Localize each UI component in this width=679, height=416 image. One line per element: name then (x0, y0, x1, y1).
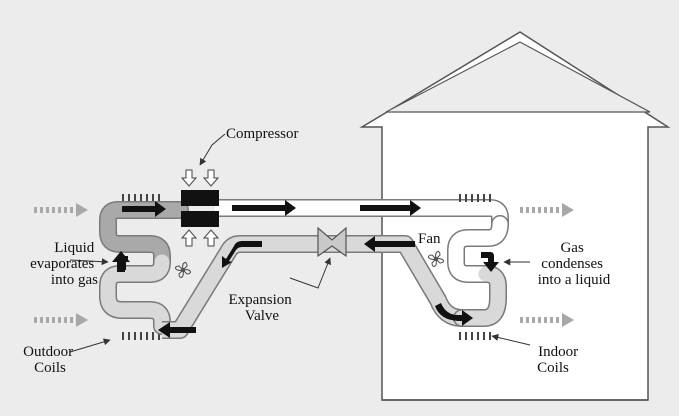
flow-arrow-icon (112, 251, 130, 272)
flow-arrow-icon (232, 200, 296, 216)
flow-arrow-icon (481, 252, 499, 272)
outdoor-coil-serpentine-fill-warm (100, 202, 188, 270)
air-flow-arrow-icon (520, 313, 574, 327)
pointer-lines (69, 133, 531, 353)
air-flow-arrow-icon (34, 203, 88, 217)
label-expansion-valve: Expansion Valve (228, 292, 295, 324)
pointer-arrow-icon (69, 258, 109, 266)
outdoor-coil-serpentine-fill-cool (100, 254, 170, 334)
flow-arrow-icon (122, 201, 166, 217)
flow-arrow-icon (222, 241, 262, 268)
outdoor-coils (99, 194, 189, 340)
label-gas-condenses: Gas condenses into a liquid (538, 240, 611, 288)
pointer-arrow-icon (491, 334, 531, 346)
flow-arrow-icon (364, 236, 415, 252)
pointer-arrow-icon (199, 133, 226, 166)
air-flow-arrow-icon (34, 313, 88, 327)
label-liquid-evaporates: Liquid evaporates into gas (30, 240, 98, 288)
label-outdoor-coils: Outdoor Coils (23, 344, 77, 376)
fan-icon (427, 250, 445, 268)
compressor-block-bottom (181, 211, 219, 227)
expansion-valve-icon (317, 226, 347, 258)
label-indoor-coils: Indoor Coils (537, 344, 582, 376)
label-fan: Fan (418, 231, 441, 247)
indoor-coil-fins-top (459, 194, 491, 202)
air-flow-arrow-icon (520, 203, 574, 217)
indoor-coils (447, 194, 509, 340)
pointer-arrow-icon (289, 257, 331, 289)
compressor-arrows-top (180, 169, 220, 187)
indoor-coil-fins-bottom (459, 332, 491, 340)
expansion-valve (317, 226, 347, 258)
flow-arrow-icon (158, 322, 196, 338)
compressor-block-top (181, 190, 219, 206)
flow-arrow-icon (360, 200, 421, 216)
outdoor-coil-fins-top (122, 194, 160, 202)
flow-arrows (112, 200, 499, 338)
label-compressor: Compressor (226, 126, 299, 142)
outdoor-coil-fins-bottom (122, 332, 160, 340)
compressor-arrows-bottom (180, 229, 220, 247)
fan-icon (174, 261, 192, 279)
flow-arrow-icon (435, 303, 473, 326)
pointer-arrow-icon (69, 338, 111, 353)
house-roof-inner (385, 41, 651, 113)
air-flow-arrows (34, 203, 574, 327)
compressor (180, 169, 220, 247)
